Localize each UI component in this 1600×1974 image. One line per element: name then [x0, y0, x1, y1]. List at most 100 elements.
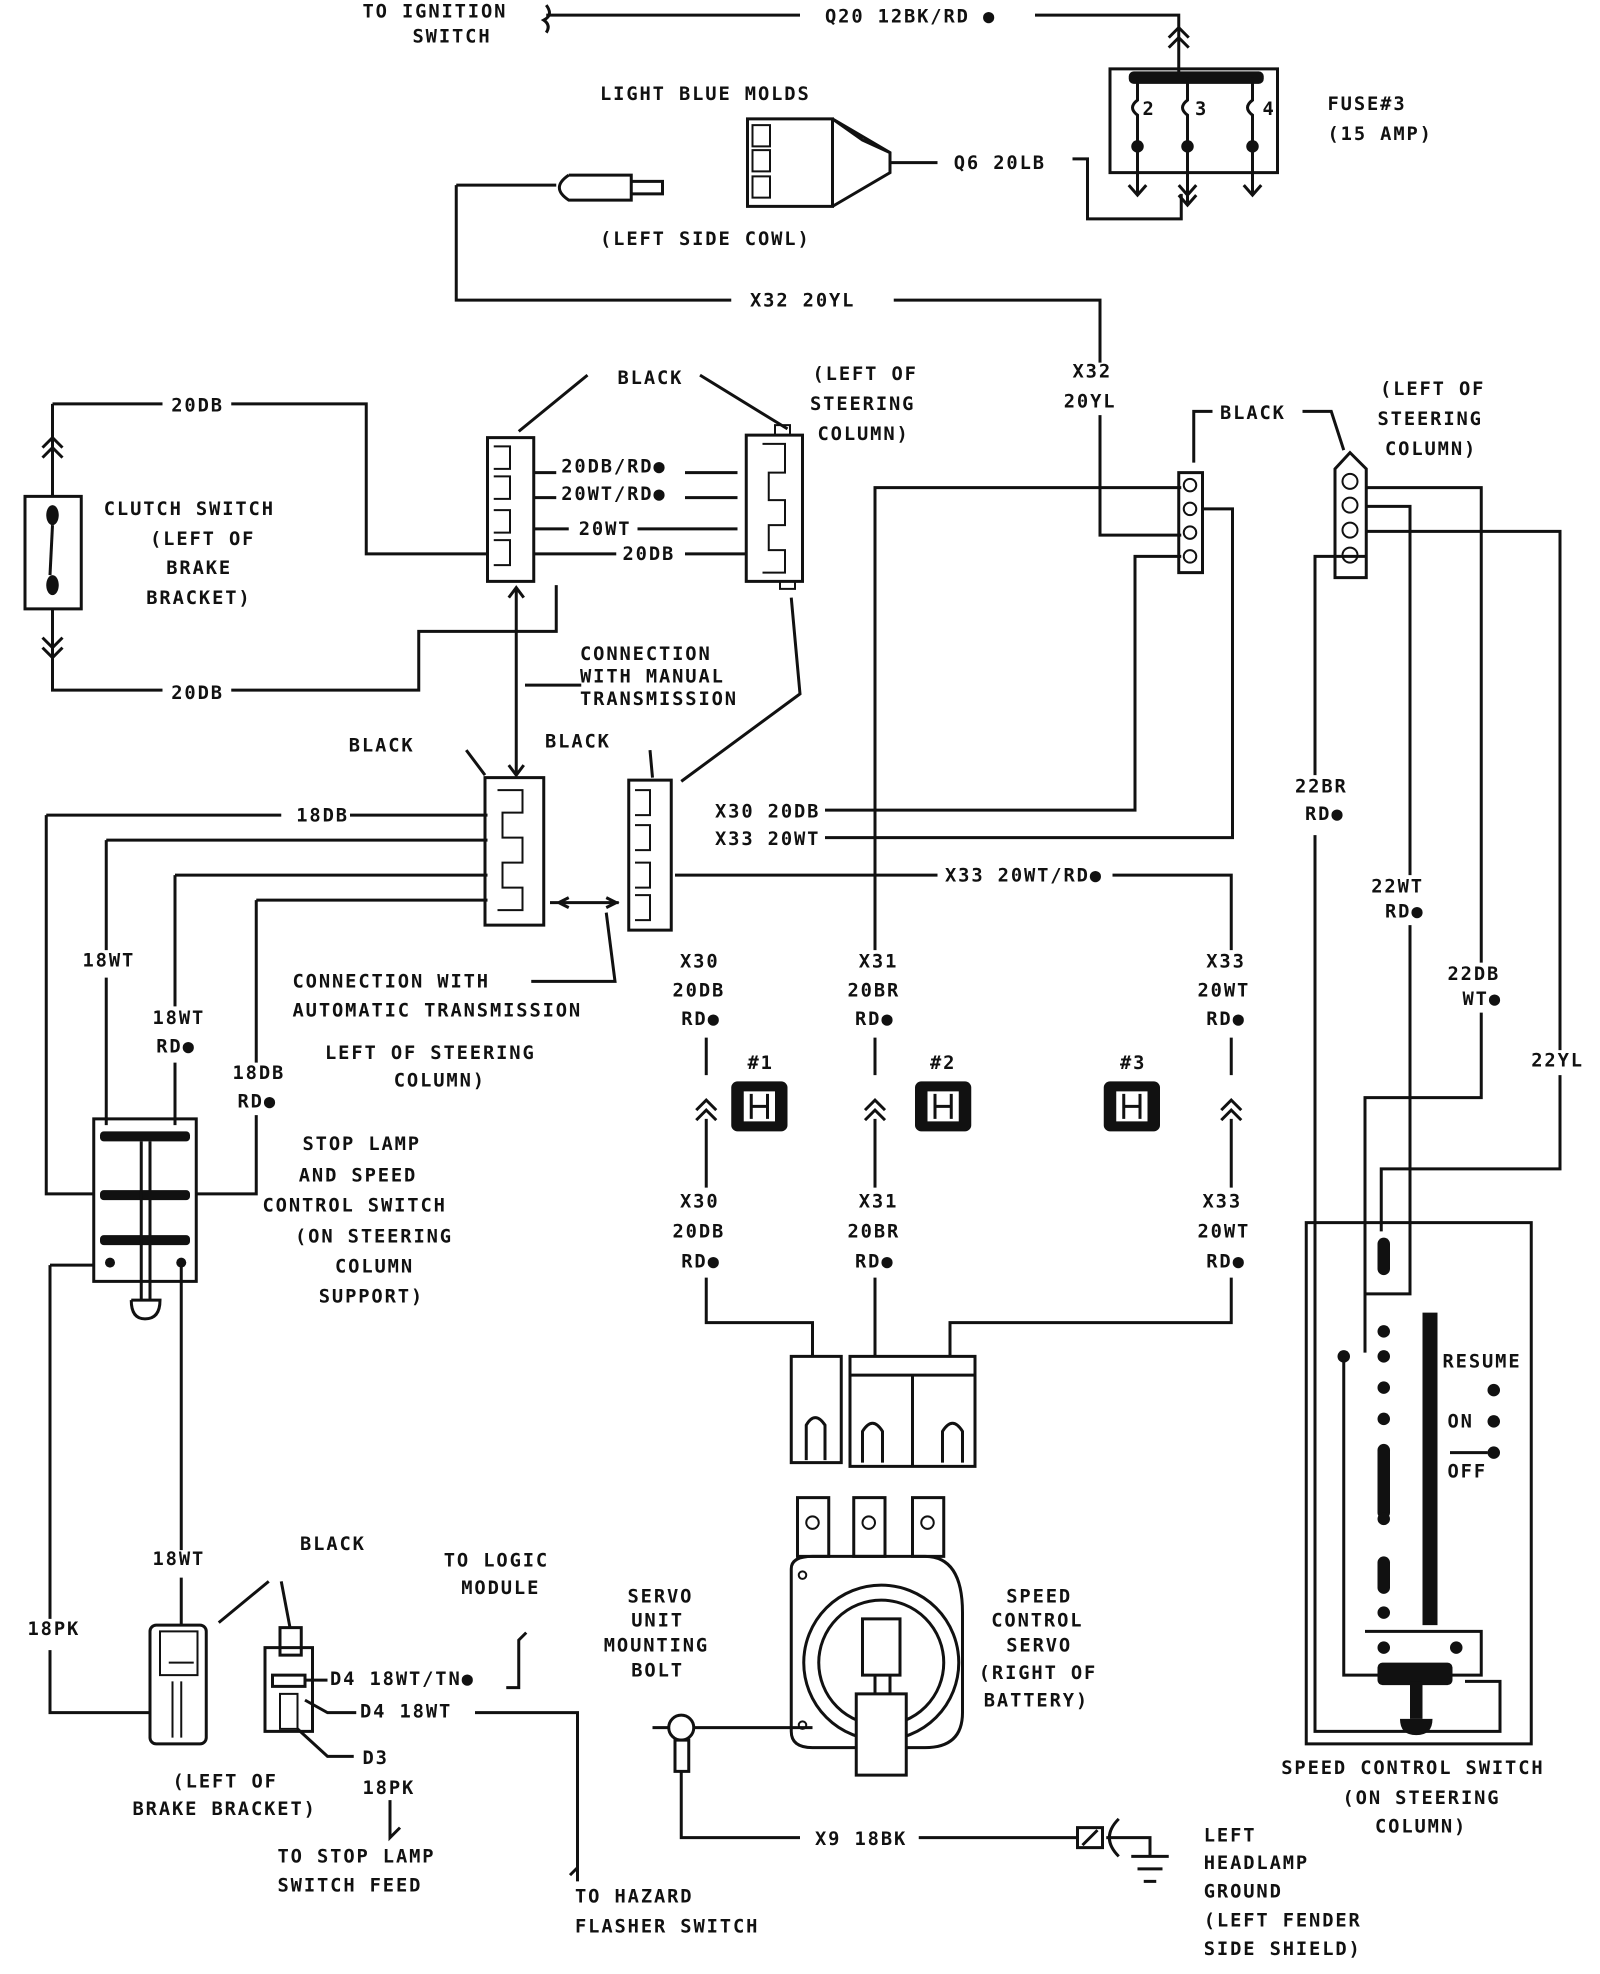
relays	[731, 1081, 1160, 1132]
label-stop-5: COLUMN	[335, 1257, 414, 1278]
label-hazard-1: TO HAZARD	[575, 1887, 693, 1908]
label-18wt-lower: 18WT	[153, 1549, 206, 1570]
label-scs-1: SPEED CONTROL SWITCH	[1281, 1758, 1544, 1779]
label-x33-lower-c: RD●	[1206, 1252, 1246, 1273]
label-22db-1: 22DB	[1448, 964, 1501, 985]
label-steer-2c: COLUMN)	[1385, 439, 1477, 460]
labels: TO IGNITION SWITCH Q20 12BK/RD ● LIGHT B…	[28, 2, 1583, 1961]
label-stopfeed-2: SWITCH FEED	[278, 1875, 423, 1896]
label-servo-4: (RIGHT OF	[979, 1663, 1097, 1684]
label-brake-2: BRAKE BRACKET)	[133, 1799, 317, 1820]
label-ignition: TO IGNITION	[363, 2, 508, 23]
label-x33-20wt: X33 20WT	[715, 829, 820, 850]
label-x33-c: RD●	[1206, 1009, 1246, 1030]
label-x32: X32 20YL	[750, 290, 855, 311]
label-stop-4: (ON STEERING	[295, 1227, 453, 1248]
label-steer-1a: (LEFT OF	[813, 364, 918, 385]
label-ground-1: LEFT	[1204, 1825, 1257, 1846]
label-q20: Q20 12BK/RD ●	[825, 7, 996, 28]
label-clutch-4: BRACKET)	[146, 588, 251, 609]
label-18dbrd-2: RD●	[238, 1092, 278, 1113]
label-conn-auto-2: AUTOMATIC TRANSMISSION	[293, 1000, 583, 1021]
label-bolt-2: UNIT	[631, 1610, 684, 1631]
label-stop-2: AND SPEED	[299, 1165, 417, 1186]
label-18wtrd-2: RD●	[156, 1037, 196, 1058]
label-fuse-slot-4: 4	[1263, 99, 1276, 120]
label-clutch: CLUTCH SWITCH	[104, 499, 275, 520]
label-conn-manual-3: TRANSMISSION	[580, 689, 738, 710]
label-d3-2: 18PK	[363, 1778, 416, 1799]
label-black-5: BLACK	[300, 1534, 366, 1555]
label-stop-6: SUPPORT)	[319, 1287, 424, 1308]
label-x31-b: 20BR	[848, 980, 901, 1001]
label-22wt-1: 22WT	[1371, 877, 1424, 898]
label-ground-4: (LEFT FENDER	[1204, 1910, 1362, 1931]
label-20db-bottom: 20DB	[171, 683, 224, 704]
label-logic-2: MODULE	[461, 1578, 540, 1599]
label-resume: RESUME	[1443, 1352, 1522, 1373]
label-20db-top: 20DB	[171, 395, 224, 416]
label-auto-loc-2: COLUMN)	[394, 1070, 486, 1091]
label-x31-lower-b: 20BR	[848, 1222, 901, 1243]
label-scs-3: COLUMN)	[1375, 1817, 1467, 1838]
label-x30-20db: X30 20DB	[715, 802, 820, 823]
label-conn-manual-1: CONNECTION	[580, 644, 712, 665]
label-bolt-4: BOLT	[631, 1660, 684, 1681]
label-x33-a: X33	[1206, 952, 1246, 973]
label-18dbrd-1: 18DB	[233, 1063, 286, 1084]
label-hazard-2: FLASHER SWITCH	[575, 1917, 759, 1938]
label-black-2: BLACK	[1220, 403, 1286, 424]
label-d4a: D4 18WT/TN●	[330, 1669, 475, 1690]
brake-bracket-connectors	[148, 1580, 357, 1758]
label-x31-a: X31	[859, 952, 899, 973]
label-x30-b: 20DB	[673, 980, 726, 1001]
label-clutch-3: BRAKE	[166, 558, 232, 579]
label-x30-lower-b: 20DB	[673, 1222, 726, 1243]
label-x31-lower-a: X31	[859, 1192, 899, 1213]
label-d4b: D4 18WT	[360, 1702, 452, 1723]
label-x30-lower-a: X30	[680, 1192, 720, 1213]
fuse-block	[1108, 67, 1279, 208]
label-ground-3: GROUND	[1204, 1882, 1283, 1903]
label-d3: D3	[363, 1748, 389, 1769]
label-black-3: BLACK	[349, 735, 415, 756]
label-18wtrd-1: 18WT	[153, 1008, 206, 1029]
label-18db: 18DB	[296, 805, 349, 826]
label-x30-c: RD●	[681, 1009, 721, 1030]
label-mw-3: 20WT	[579, 519, 632, 540]
label-mw-1: 20DB/RD●	[561, 457, 666, 478]
label-steer-2a: (LEFT OF	[1380, 379, 1485, 400]
label-x30-a: X30	[680, 952, 720, 973]
label-servo-1: SPEED	[1006, 1587, 1072, 1608]
label-auto-loc-1: LEFT OF STEERING	[325, 1043, 536, 1064]
label-22br-2: RD●	[1305, 804, 1345, 825]
label-stop-1: STOP LAMP	[303, 1134, 421, 1155]
label-cowl: (LEFT SIDE COWL)	[600, 229, 811, 250]
label-fuse: FUSE#3	[1328, 94, 1407, 115]
label-x33-b: 20WT	[1198, 980, 1251, 1001]
label-x32-v: X32	[1073, 362, 1113, 383]
label-clutch-2: (LEFT OF	[150, 529, 255, 550]
label-servo-2: CONTROL	[991, 1610, 1083, 1631]
label-x33-20wtrd: X33 20WT/RD●	[945, 865, 1103, 886]
clutch-switch	[23, 494, 83, 611]
label-relay-3: #3	[1120, 1053, 1146, 1074]
label-stopfeed-1: TO STOP LAMP	[278, 1847, 436, 1868]
label-22wt-2: RD●	[1385, 902, 1425, 923]
label-relay-1: #1	[748, 1053, 774, 1074]
stop-lamp-switch	[92, 1117, 198, 1321]
label-18wt: 18WT	[83, 950, 136, 971]
label-x9: X9 18BK	[815, 1829, 907, 1850]
label-molds: LIGHT BLUE MOLDS	[600, 84, 811, 105]
label-mw-4: 20DB	[623, 544, 676, 565]
label-black-1: BLACK	[618, 368, 684, 389]
label-fuse-slot-3: 3	[1195, 99, 1208, 120]
label-ignition-2: SWITCH	[413, 27, 492, 48]
label-bolt-3: MOUNTING	[604, 1635, 709, 1656]
label-scs-2: (ON STEERING	[1343, 1788, 1501, 1809]
label-x32-v2: 20YL	[1064, 392, 1117, 413]
label-stop-3: CONTROL SWITCH	[263, 1195, 447, 1216]
label-steer-2b: STEERING	[1378, 409, 1483, 430]
